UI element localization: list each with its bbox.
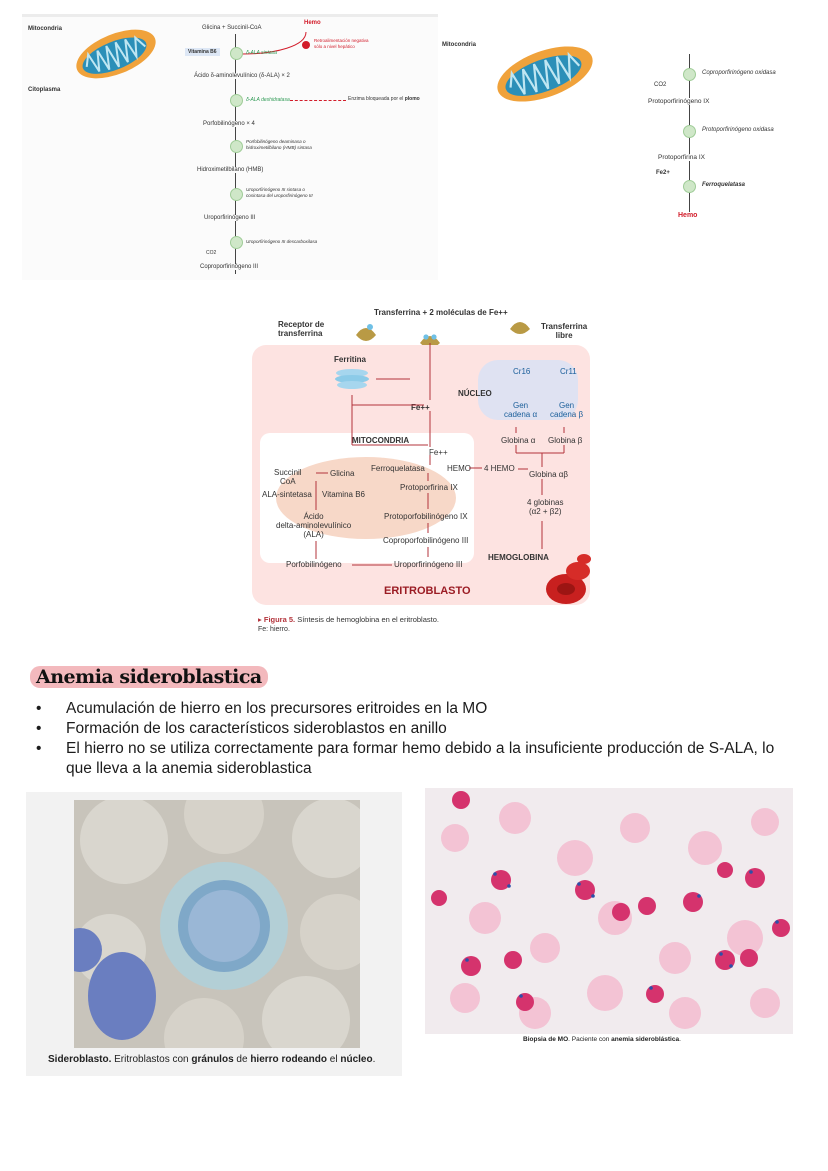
- ala-product: Ácido δ-aminolevulínico (δ-ALA) × 2: [194, 73, 290, 79]
- mitocondria-label: Mitocondria: [28, 26, 62, 32]
- list-item: •Formación de los característicos sidero…: [36, 720, 447, 737]
- protoporfirinogeno: Protoporfirinógeno IX: [648, 98, 710, 105]
- list-item: •Acumulación de hierro en los precursore…: [36, 700, 488, 717]
- ala-sintetasa-label: ALA-sintetasa: [262, 490, 312, 499]
- hemo-outer: 4 HEMO: [484, 464, 515, 473]
- protoporfirina-label: Protoporfirina IX: [400, 483, 458, 492]
- figure-caption-fe: Fe: hierro.: [258, 626, 290, 633]
- sideroblast-figure: Sideroblasto. Eritroblastos con gránulos…: [26, 792, 402, 1076]
- cr11-label: Cr11: [560, 367, 577, 376]
- hemo-label: Hemo: [678, 212, 698, 219]
- enzyme-uro-sintasa: Uroporfirinógeno III sintasa o cosintasa…: [246, 187, 313, 198]
- glicina-label: Glicina: [330, 469, 355, 478]
- hidroximetilbilano: Hidroximetilbilano (HMB): [197, 167, 264, 173]
- mitochondrion-illustration: [497, 46, 593, 102]
- globina-alfa: Globina α: [501, 436, 536, 445]
- enzyme-uro-descarb: Uroporfirinógeno III descarboxilasa: [246, 239, 318, 244]
- feedback-note: Retroalimentación negativa sólo a nivel …: [314, 38, 369, 49]
- cr16-label: Cr16: [513, 367, 531, 376]
- enzyme-node: [683, 125, 696, 138]
- ferritina-label: Ferritina: [334, 355, 367, 364]
- bullet-list: •Acumulación de hierro en los precursore…: [36, 699, 796, 779]
- enzyme-node: [683, 180, 696, 193]
- figure-5: Transferrina + 2 moléculas de Fe++ Recep…: [248, 305, 596, 643]
- pathway-arrows: [315, 343, 565, 566]
- cuatro-globinas: 4 globinas(α2 + β2): [527, 498, 564, 516]
- lead-arrow: [290, 100, 346, 101]
- coproporfirinogeno: Coproporfirinógeno III: [200, 264, 259, 270]
- biopsy-caption: Biopsia de MO. Paciente con anemia sider…: [523, 1036, 681, 1043]
- fe-inner: Fe++: [429, 448, 448, 457]
- enzyme-copro-oxidasa: Coproporfirinógeno oxidasa: [702, 70, 776, 76]
- fe-pp-label: Fe++: [411, 403, 430, 412]
- enzyme-node: [230, 94, 243, 107]
- enzyme-ala-sintasa: δ-ALA sintasa: [246, 50, 277, 56]
- transferrin-icons: [356, 322, 530, 348]
- protoporfirina: Protoporfirina IX: [658, 154, 705, 161]
- ferritin-icon: [335, 369, 369, 389]
- nucleo-label: NÚCLEO: [458, 389, 492, 398]
- enzyme-node: [230, 236, 243, 249]
- enzyme-node: [230, 47, 243, 60]
- mitochondrion-illustration: [76, 29, 156, 79]
- coproporfobilinogeno-label: Coproporfobilinógeno III: [383, 536, 469, 545]
- porfobilinogeno: Porfobilinógeno × 4: [203, 121, 255, 127]
- section-title: Anemia sideroblastica: [36, 666, 262, 688]
- vitamin-b6: Vitamina B6: [185, 48, 220, 56]
- sideroblast-caption: Sideroblasto. Eritroblastos con gránulos…: [48, 1054, 376, 1065]
- hemo-inner: HEMO: [447, 464, 471, 473]
- citoplasma-label: Citoplasma: [28, 87, 61, 93]
- enzyme-proto-oxidasa: Protoporfirinógeno oxidasa: [702, 127, 774, 133]
- globina-ab: Globina αβ: [529, 470, 569, 479]
- co2-label: CO2: [206, 250, 217, 256]
- uroporfirinogeno-label: Uroporfirinógeno III: [394, 560, 463, 569]
- ferroquelatasa-label: Ferroquelatasa: [371, 464, 425, 473]
- enzyme-ala-dehidratasa: δ-ALA deshidratasa: [246, 97, 290, 103]
- bone-marrow-micrograph: [425, 788, 793, 1034]
- vitamina-label: Vitamina B6: [322, 490, 365, 499]
- eritroblasto-label: ERITROBLASTO: [384, 585, 471, 597]
- mitocondria-label: MITOCONDRIA: [352, 436, 410, 445]
- sideroblast-micrograph: [74, 800, 360, 1048]
- hemo-feedback-label: Hemo: [304, 20, 321, 26]
- feedback-arrow: [241, 31, 310, 55]
- top-bar: [22, 14, 438, 17]
- mitochondria-shape: [276, 457, 456, 539]
- top-left-pathway: Mitocondria Citoplasma Glicina + Succini…: [22, 14, 438, 280]
- porfobilinogeno-label: Porfobilinógeno: [286, 560, 342, 569]
- enzyme-node: [230, 188, 243, 201]
- protoporfobilinogeno-label: Protoporfobilinógeno IX: [384, 512, 468, 521]
- figure-caption: ▸ Figura 5. Síntesis de hemoglobina en e…: [258, 615, 439, 624]
- enzyme-deaminasa: Porfobilinógeno deaminasa o hidroximetil…: [246, 139, 312, 150]
- pathway-line: [235, 34, 236, 274]
- top-right-pathway: Mitocondria Coproporfirinógeno oxidasa C…: [438, 30, 818, 230]
- enzyme-ferroquelatasa: Ferroquelatasa: [702, 182, 746, 188]
- lead-note: Enzima bloqueada por el plomo: [348, 96, 420, 102]
- fe-label: Fe2+: [656, 170, 670, 176]
- mitocondria-label: Mitocondria: [442, 42, 476, 48]
- substrates: Glicina + Succinil-CoA: [202, 25, 262, 31]
- nucleus: [478, 360, 578, 420]
- transferrina-top: Transferrina + 2 moléculas de Fe++: [374, 308, 508, 317]
- globina-beta: Globina β: [548, 436, 583, 445]
- section-title-highlight: Anemia sideroblastica: [30, 666, 268, 688]
- red-blood-cells-icon: [546, 554, 591, 604]
- enzyme-node: [230, 140, 243, 153]
- hemoglobina-label: HEMOGLOBINA: [488, 553, 549, 562]
- uroporfirinogeno: Uroporfirinógeno III: [204, 215, 256, 221]
- enzyme-node: [683, 68, 696, 81]
- co2-label: CO2: [654, 82, 667, 88]
- list-item: •El hierro no se utiliza correctamente p…: [36, 740, 775, 777]
